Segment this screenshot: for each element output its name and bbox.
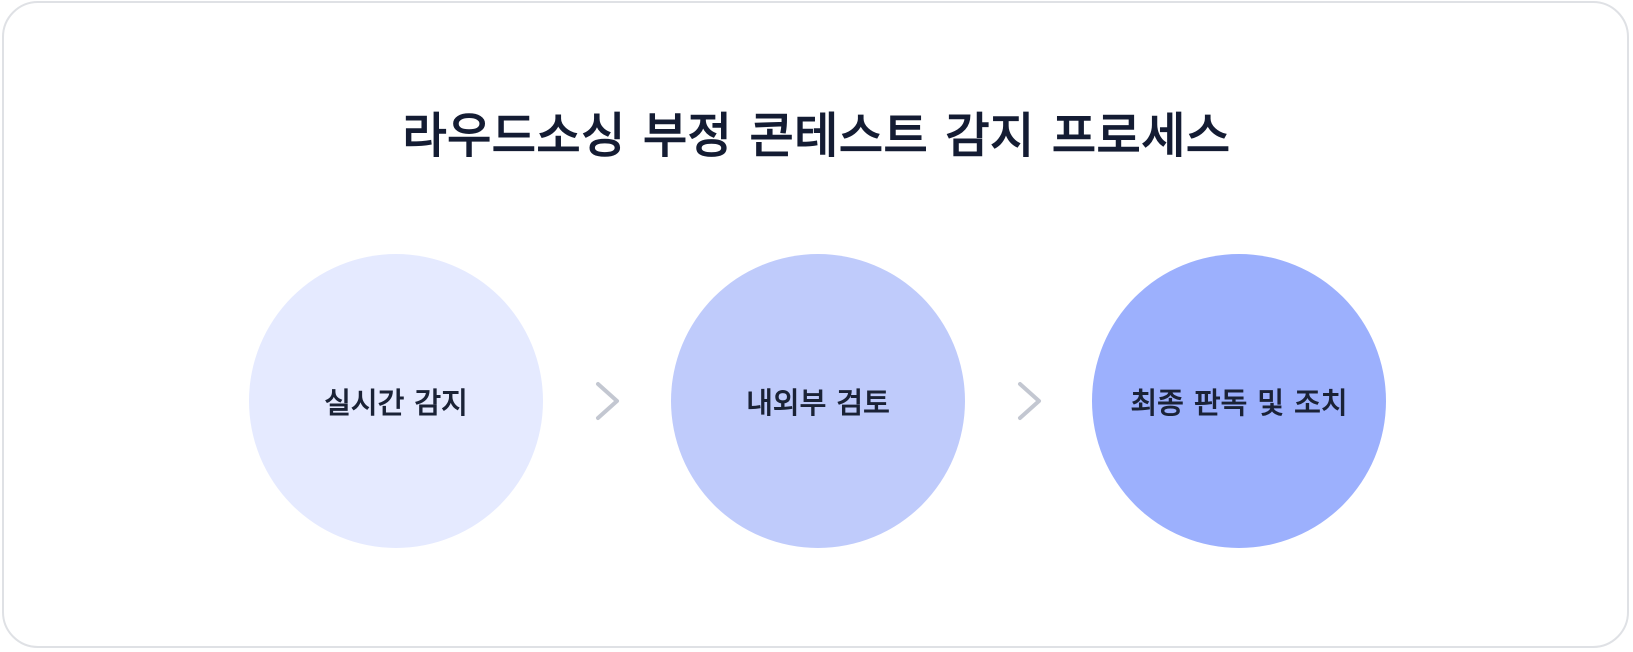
- chevron-right-icon: [592, 378, 622, 424]
- step-final-judgment-action: 최종 판독 및 조치: [1092, 254, 1386, 548]
- chevron-right-icon: [1014, 378, 1044, 424]
- step-label: 실시간 감지: [324, 386, 468, 420]
- step-internal-external-review: 내외부 검토: [671, 254, 965, 548]
- step-label: 내외부 검토: [746, 386, 890, 420]
- step-label: 최종 판독 및 조치: [1130, 386, 1348, 420]
- diagram-title: 라우드소싱 부정 콘테스트 감지 프로세스: [402, 108, 1231, 164]
- step-realtime-detection: 실시간 감지: [249, 254, 543, 548]
